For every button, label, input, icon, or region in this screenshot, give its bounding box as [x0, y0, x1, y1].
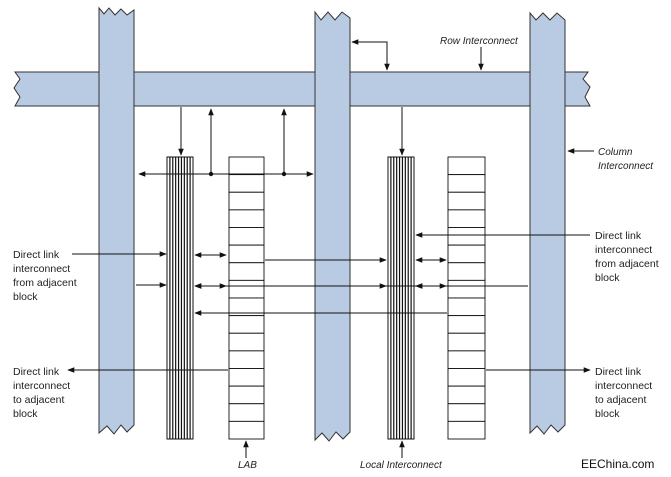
column-interconnect-bus-right	[529, 11, 566, 435]
svg-text:block: block	[595, 408, 620, 420]
logic-element-cell	[447, 297, 486, 317]
logic-element-cell	[228, 174, 265, 193]
logic-element-cell	[447, 420, 486, 440]
column-interconnect-bus-left	[98, 6, 135, 435]
right-in-label: Direct link interconnect from adjacent b…	[595, 230, 659, 284]
logic-element-cell	[228, 279, 265, 299]
logic-element-cell	[447, 156, 486, 176]
svg-text:Direct link: Direct link	[595, 366, 642, 378]
logic-element-cell	[447, 209, 486, 228]
svg-text:Direct link: Direct link	[13, 366, 60, 378]
logic-element-cell	[228, 244, 265, 264]
column-interconnect-label-2: Interconnect	[598, 161, 654, 172]
logic-element-cell	[228, 227, 265, 246]
row-interconnect-bus	[13, 71, 591, 107]
column-interconnect-bus-middle	[314, 10, 351, 442]
logic-element-cell	[447, 403, 486, 422]
logic-element-cell	[228, 403, 265, 422]
row-interconnect-label: Row Interconnect	[440, 36, 519, 47]
lab-block-left	[228, 156, 265, 440]
logic-element-cell	[447, 315, 486, 334]
svg-text:interconnect: interconnect	[595, 244, 652, 256]
logic-element-cell	[228, 156, 265, 176]
watermark: EEChina.com	[581, 457, 654, 471]
svg-text:interconnect: interconnect	[595, 380, 652, 392]
local-interconnect-frame	[387, 156, 415, 440]
column-interconnect-label: Column	[598, 147, 633, 158]
logic-element-cell	[447, 368, 486, 387]
logic-element-cell	[447, 174, 486, 193]
left-out-label: Direct link interconnect to adjacent blo…	[13, 366, 70, 420]
logic-element-cell	[447, 279, 486, 299]
logic-element-cell	[228, 368, 265, 387]
logic-element-cell	[447, 332, 486, 352]
svg-text:interconnect: interconnect	[13, 263, 70, 275]
logic-element-cell	[447, 385, 486, 405]
logic-element-cell	[447, 244, 486, 264]
logic-element-cell	[228, 385, 265, 405]
logic-element-cell	[228, 350, 265, 369]
column-row-link-arrow	[351, 39, 390, 71]
logic-element-cell	[228, 332, 265, 352]
local-interconnect-frame	[166, 156, 194, 440]
local-interconnect-block-left	[166, 156, 194, 440]
local-interconnect-label: Local Interconnect	[360, 460, 443, 471]
logic-element-cell	[447, 227, 486, 246]
lab-block-right	[447, 156, 486, 440]
logic-element-cell	[228, 315, 265, 334]
logic-element-cell	[228, 191, 265, 211]
lab-label: LAB	[238, 460, 257, 471]
logic-element-cell	[228, 420, 265, 440]
logic-element-cell	[228, 262, 265, 281]
svg-text:block: block	[13, 408, 38, 420]
svg-text:from adjacent: from adjacent	[595, 258, 659, 270]
local-interconnect-block-right	[387, 156, 415, 440]
svg-text:from adjacent: from adjacent	[13, 277, 77, 289]
svg-text:to adjacent: to adjacent	[595, 394, 646, 406]
svg-text:Direct link: Direct link	[13, 249, 60, 261]
logic-element-cell	[447, 350, 486, 369]
svg-text:interconnect: interconnect	[13, 380, 70, 392]
left-in-label: Direct link interconnect from adjacent b…	[13, 249, 77, 303]
logic-element-cell	[447, 191, 486, 211]
svg-text:to adjacent: to adjacent	[13, 394, 64, 406]
right-out-label: Direct link interconnect to adjacent blo…	[595, 366, 652, 420]
logic-element-cell	[228, 209, 265, 228]
svg-text:block: block	[13, 291, 38, 303]
svg-text:Direct link: Direct link	[595, 230, 642, 242]
svg-text:block: block	[595, 272, 620, 284]
logic-element-cell	[447, 262, 486, 281]
